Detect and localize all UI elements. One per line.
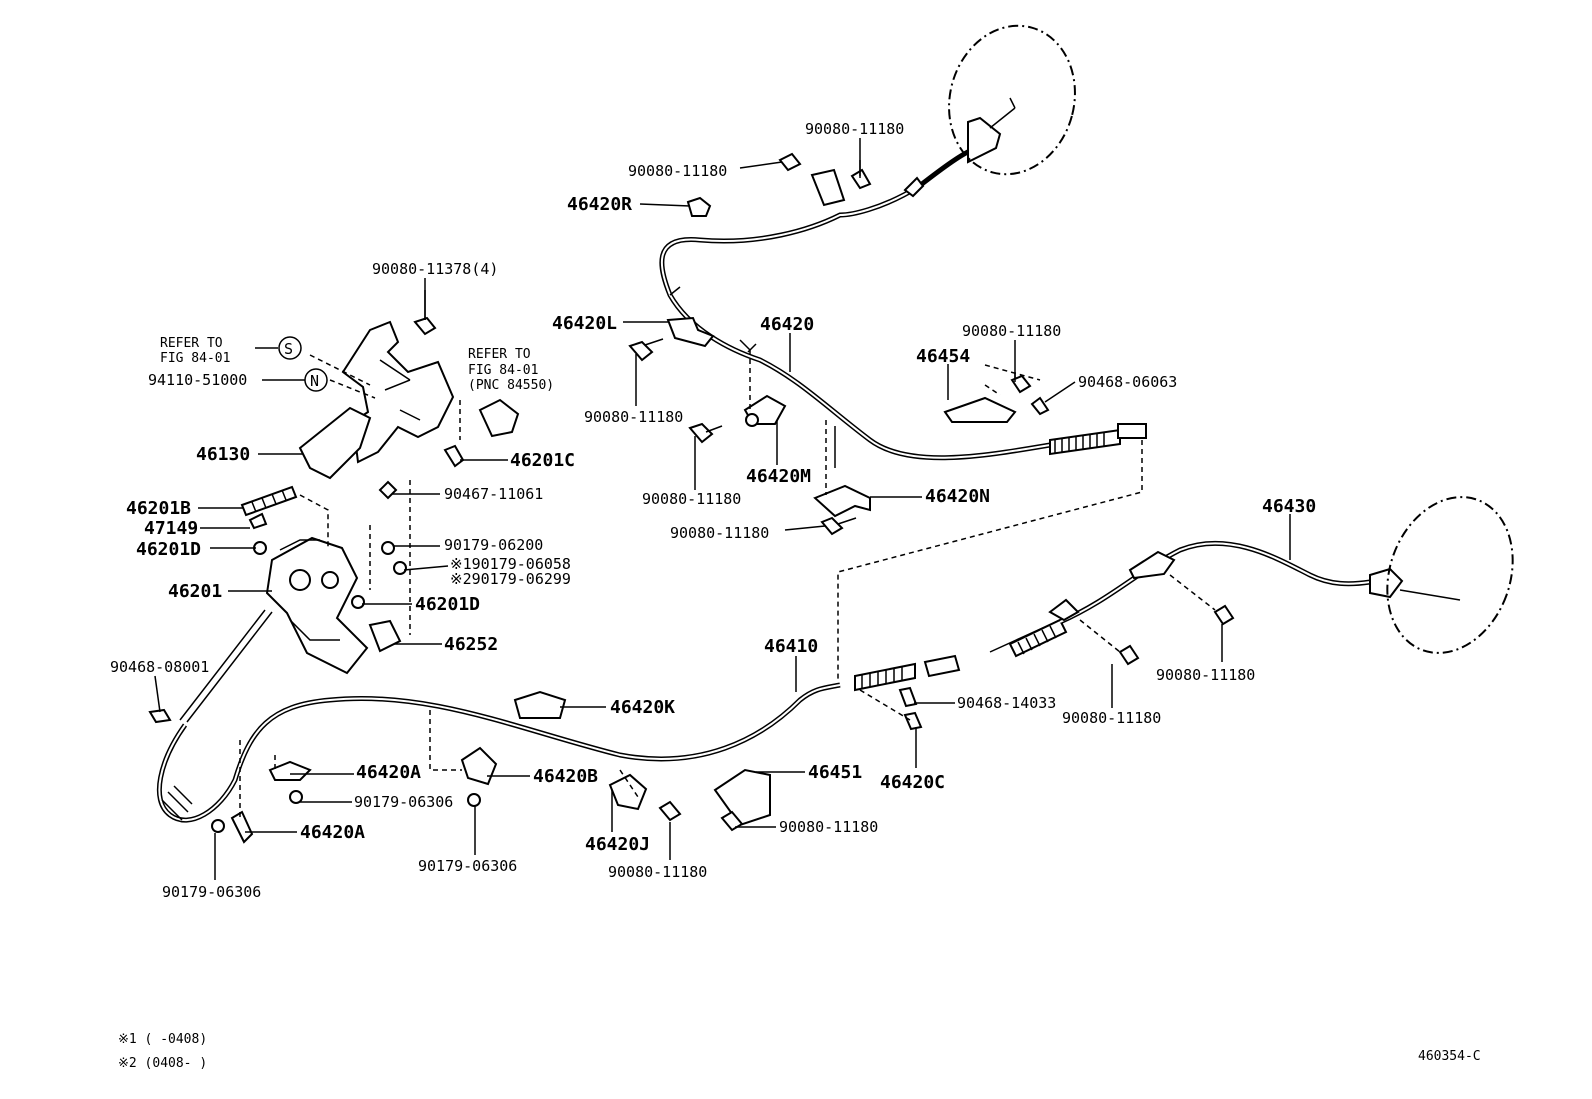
label-46454: 46454 xyxy=(916,346,970,367)
leader-lines xyxy=(154,138,1291,880)
label-46201D-a: 46201D xyxy=(136,539,201,560)
label-refer-to-1: REFER TO xyxy=(160,336,223,351)
label-90080-11180-f: 90080-11180 xyxy=(1156,666,1255,684)
label-pnc: (PNC 84550) xyxy=(468,378,554,393)
label-90179-06306-a: 90179-06306 xyxy=(354,793,453,811)
label-fig-1: FIG 84-01 xyxy=(160,351,230,366)
cable-46420 xyxy=(659,24,1147,461)
label-94110-51000: 94110-51000 xyxy=(148,371,247,389)
label-90080-11180-h: 90080-11180 xyxy=(779,818,878,836)
label-46420A-a: 46420A xyxy=(356,762,421,783)
part-labels: 90080-11180 90080-11180 46420R 90080-113… xyxy=(110,120,1316,901)
label-46420K: 46420K xyxy=(610,697,675,718)
label-46201B: 46201B xyxy=(126,498,191,519)
label-90080-11180-i: 90080-11180 xyxy=(608,863,707,881)
label-90080-11180-e: 90080-11180 xyxy=(670,524,769,542)
note-1: ※1 ( -0408) xyxy=(118,1032,207,1047)
leaders-upper xyxy=(749,350,1143,680)
circle-n-label: N xyxy=(310,372,319,390)
label-46201: 46201 xyxy=(168,581,222,602)
label-note1-part: ※190179-06058 xyxy=(450,555,571,573)
label-46420R: 46420R xyxy=(567,194,632,215)
label-46420M: 46420M xyxy=(746,466,811,487)
label-46420J: 46420J xyxy=(585,834,650,855)
label-90080-11180-c: 90080-11180 xyxy=(584,408,683,426)
label-46130: 46130 xyxy=(196,444,250,465)
label-46420A-b: 46420A xyxy=(300,822,365,843)
label-90467-11061: 90467-11061 xyxy=(444,485,543,503)
leaders-lever xyxy=(299,354,461,635)
label-note2-part: ※290179-06299 xyxy=(450,570,571,588)
label-90080-11180-d: 90080-11180 xyxy=(642,490,741,508)
ref-circles: S N xyxy=(278,336,328,392)
circle-s xyxy=(278,336,302,360)
label-47149: 47149 xyxy=(144,518,198,539)
note-2: ※2 (0408- ) xyxy=(118,1056,207,1071)
label-46430: 46430 xyxy=(1262,496,1316,517)
label-90468-06063: 90468-06063 xyxy=(1078,373,1177,391)
label-90080-11180-top: 90080-11180 xyxy=(805,120,904,138)
label-46451: 46451 xyxy=(808,762,862,783)
label-90179-06306-c: 90179-06306 xyxy=(162,883,261,901)
label-90080-11180-b: 90080-11180 xyxy=(962,322,1061,340)
label-46410: 46410 xyxy=(764,636,818,657)
label-46201D-b: 46201D xyxy=(415,594,480,615)
label-90080-11180-a: 90080-11180 xyxy=(628,162,727,180)
label-90179-06200: 90179-06200 xyxy=(444,536,543,554)
label-46420L: 46420L xyxy=(552,313,617,334)
label-46420C: 46420C xyxy=(880,772,945,793)
lever-assembly xyxy=(179,290,520,723)
label-90080-11378: 90080-11378(4) xyxy=(372,260,498,278)
circle-s-label: S xyxy=(284,340,293,358)
circle-n xyxy=(304,368,328,392)
label-46420: 46420 xyxy=(760,314,814,335)
diagram-id: 460354-C xyxy=(1418,1049,1481,1064)
cable-46410 xyxy=(156,654,961,823)
label-90179-06306-b: 90179-06306 xyxy=(418,857,517,875)
label-fig-2: FIG 84-01 xyxy=(468,363,538,378)
label-46201C: 46201C xyxy=(510,450,575,471)
label-46420B: 46420B xyxy=(533,766,598,787)
label-90468-14033: 90468-14033 xyxy=(957,694,1056,712)
label-refer-to-2: REFER TO xyxy=(468,347,531,362)
fasteners-upper xyxy=(628,152,1050,536)
cable-46430 xyxy=(989,496,1514,666)
label-46252: 46252 xyxy=(444,634,498,655)
footer: ※1 ( -0408) ※2 (0408- ) 460354-C xyxy=(118,1032,1481,1071)
label-90080-11180-g: 90080-11180 xyxy=(1062,709,1161,727)
label-90468-08001: 90468-08001 xyxy=(110,658,209,676)
fasteners-lower xyxy=(148,686,923,844)
label-46420N: 46420N xyxy=(925,486,990,507)
